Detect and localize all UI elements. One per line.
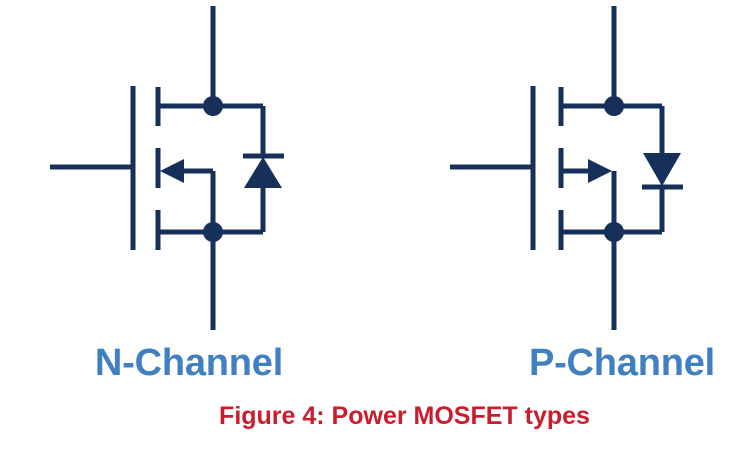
- figure-caption: Figure 4: Power MOSFET types: [219, 402, 590, 430]
- n-source-junction-dot: [203, 222, 223, 242]
- p-diode-triangle: [643, 153, 681, 186]
- p-channel-mosfet-symbol: [450, 6, 683, 330]
- p-body-arrow: [588, 159, 612, 183]
- n-channel-label: N-Channel: [94, 342, 284, 384]
- n-diode-triangle: [244, 157, 282, 188]
- n-channel-mosfet-symbol: [50, 6, 284, 330]
- n-body-arrow: [160, 159, 184, 183]
- p-source-junction-dot: [604, 222, 624, 242]
- p-drain-junction-dot: [604, 96, 624, 116]
- p-channel-label: P-Channel: [528, 342, 716, 384]
- n-drain-junction-dot: [203, 96, 223, 116]
